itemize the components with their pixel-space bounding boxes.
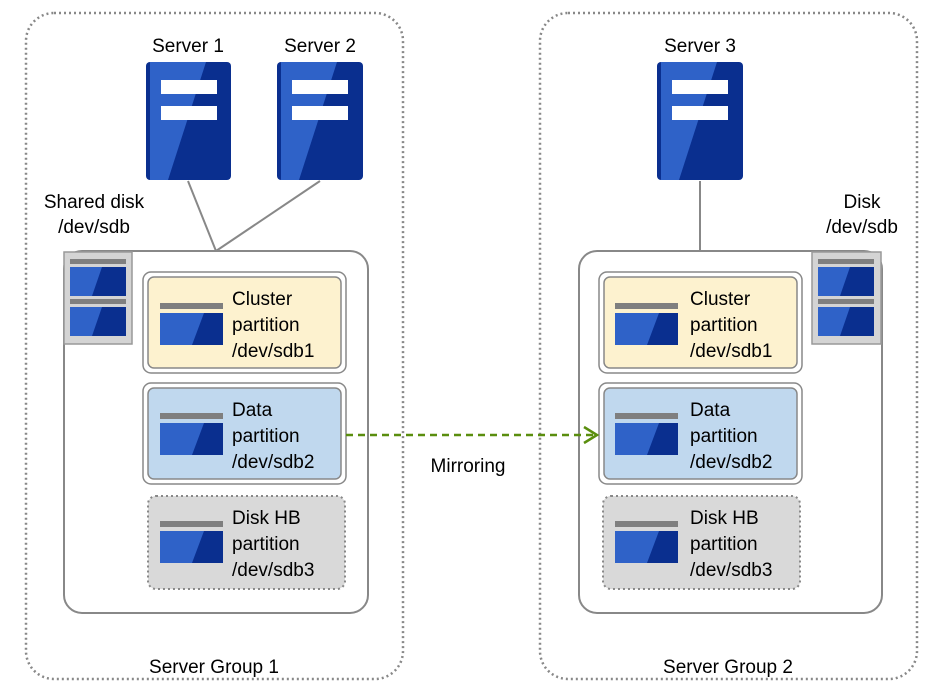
server-2: Server 2 bbox=[277, 36, 363, 180]
group-1-diskhb-partition-label-1: Disk HB bbox=[232, 508, 301, 529]
mirroring-arrow bbox=[346, 425, 600, 445]
shared-disk-label: Shared disk bbox=[44, 192, 145, 213]
group-2-cluster-partition: Cluster partition /dev/sdb1 bbox=[598, 271, 803, 374]
group-1-cluster-partition-label-2: partition bbox=[232, 315, 300, 336]
group-1-data-partition-label-2: partition bbox=[232, 426, 300, 447]
group-1-diskhb-partition-label-3: /dev/sdb3 bbox=[232, 560, 314, 581]
group-2-diskhb-partition-label-2: partition bbox=[690, 534, 758, 555]
server-group-2-label: Server Group 2 bbox=[663, 657, 793, 678]
group-2-data-partition-label-3: /dev/sdb2 bbox=[690, 452, 772, 473]
server-group-2-boundary bbox=[538, 11, 919, 681]
disk-icon bbox=[811, 251, 882, 345]
server-group-1-label: Server Group 1 bbox=[149, 657, 279, 678]
server-1-connection bbox=[187, 180, 217, 252]
group-2-diskhb-partition-label-3: /dev/sdb3 bbox=[690, 560, 772, 581]
group-1-data-partition: Data partition /dev/sdb2 bbox=[142, 382, 347, 485]
disk-label: Disk bbox=[844, 192, 881, 213]
group-1-diskhb-partition-label-2: partition bbox=[232, 534, 300, 555]
server-1: Server 1 bbox=[146, 36, 231, 180]
group-2-diskhb-partition: Disk HB partition /dev/sdb3 bbox=[602, 495, 801, 590]
group-2-cluster-partition-label-3: /dev/sdb1 bbox=[690, 341, 772, 362]
mirroring-label: Mirroring bbox=[431, 456, 506, 477]
group-1-cluster-partition: Cluster partition /dev/sdb1 bbox=[142, 271, 347, 374]
group-1-diskhb-partition: Disk HB partition /dev/sdb3 bbox=[147, 495, 346, 590]
group-2-data-partition-label-2: partition bbox=[690, 426, 758, 447]
group-2-diskhb-partition-label-1: Disk HB bbox=[690, 508, 759, 529]
server-3-label: Server 3 bbox=[664, 36, 736, 57]
server-1-label: Server 1 bbox=[152, 36, 224, 57]
group-2-data-partition: Data partition /dev/sdb2 bbox=[598, 382, 803, 485]
shared-disk-device-label: /dev/sdb bbox=[58, 217, 130, 238]
server-group-1-boundary bbox=[24, 11, 405, 681]
server-2-connection bbox=[215, 180, 321, 252]
group-1-data-partition-label-1: Data bbox=[232, 400, 273, 421]
group-2-cluster-partition-label-1: Cluster bbox=[690, 289, 751, 310]
server-2-label: Server 2 bbox=[284, 36, 356, 57]
group-1-data-partition-label-3: /dev/sdb2 bbox=[232, 452, 314, 473]
group-2-data-partition-label-1: Data bbox=[690, 400, 731, 421]
group-1-cluster-partition-label-1: Cluster bbox=[232, 289, 293, 310]
group-1-cluster-partition-label-3: /dev/sdb1 bbox=[232, 341, 314, 362]
shared-disk-icon bbox=[63, 251, 133, 345]
disk-device-label: /dev/sdb bbox=[826, 217, 898, 238]
server-3: Server 3 bbox=[657, 36, 743, 180]
group-2-cluster-partition-label-2: partition bbox=[690, 315, 758, 336]
